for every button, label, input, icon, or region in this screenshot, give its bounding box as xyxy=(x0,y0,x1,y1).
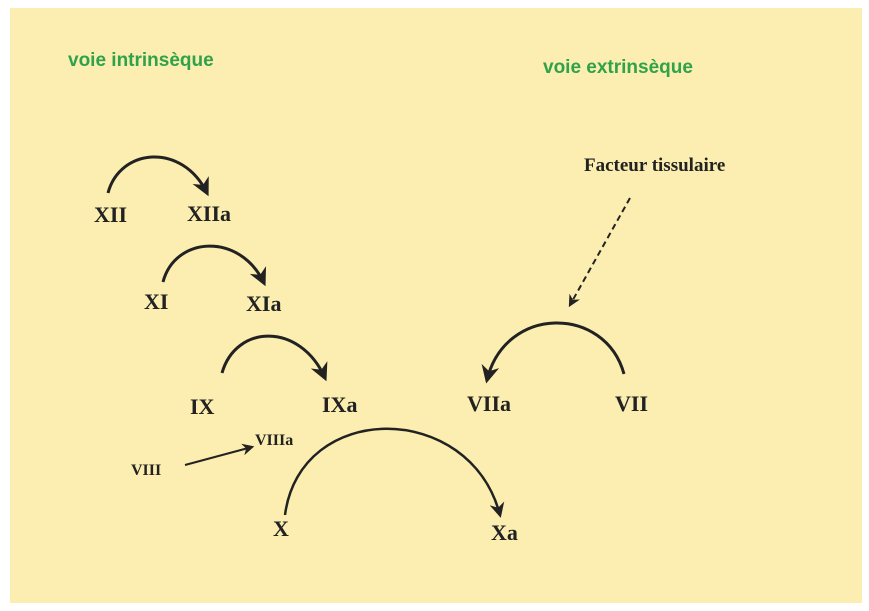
tissue-factor-label: Facteur tissulaire xyxy=(584,155,726,176)
factor-viii-label: VIII xyxy=(131,462,162,479)
intrinsic-pathway-heading: voie intrinsèque xyxy=(68,50,214,71)
factor-xa-label: Xa xyxy=(491,520,518,545)
factor-ix-label: IX xyxy=(190,394,215,419)
factor-viiia-label: VIIIa xyxy=(255,432,294,449)
factor-xia-label: XIa xyxy=(246,291,282,316)
arrow-x-to-xa xyxy=(283,427,505,518)
factor-x-label: X xyxy=(273,516,289,541)
arrow-ix-to-ixa xyxy=(220,334,328,382)
factor-viia-label: VIIa xyxy=(467,391,512,416)
diagram-background xyxy=(10,8,862,603)
factor-ixa-label: IXa xyxy=(322,392,358,417)
arrow-viii-to-viiia xyxy=(184,443,255,466)
arrow-xii-to-xiia xyxy=(106,155,209,197)
factor-xii-label: XII xyxy=(94,202,128,227)
factor-vii-label: VII xyxy=(615,391,649,416)
arrow-tissue-factor-to-vii xyxy=(568,197,631,308)
arrow-vii-to-viia xyxy=(481,321,626,384)
extrinsic-pathway-heading: voie extrinsèque xyxy=(543,57,693,78)
arrow-xi-to-xia xyxy=(161,244,266,287)
factor-xiia-label: XIIa xyxy=(187,201,232,226)
factor-xi-label: XI xyxy=(144,289,169,314)
